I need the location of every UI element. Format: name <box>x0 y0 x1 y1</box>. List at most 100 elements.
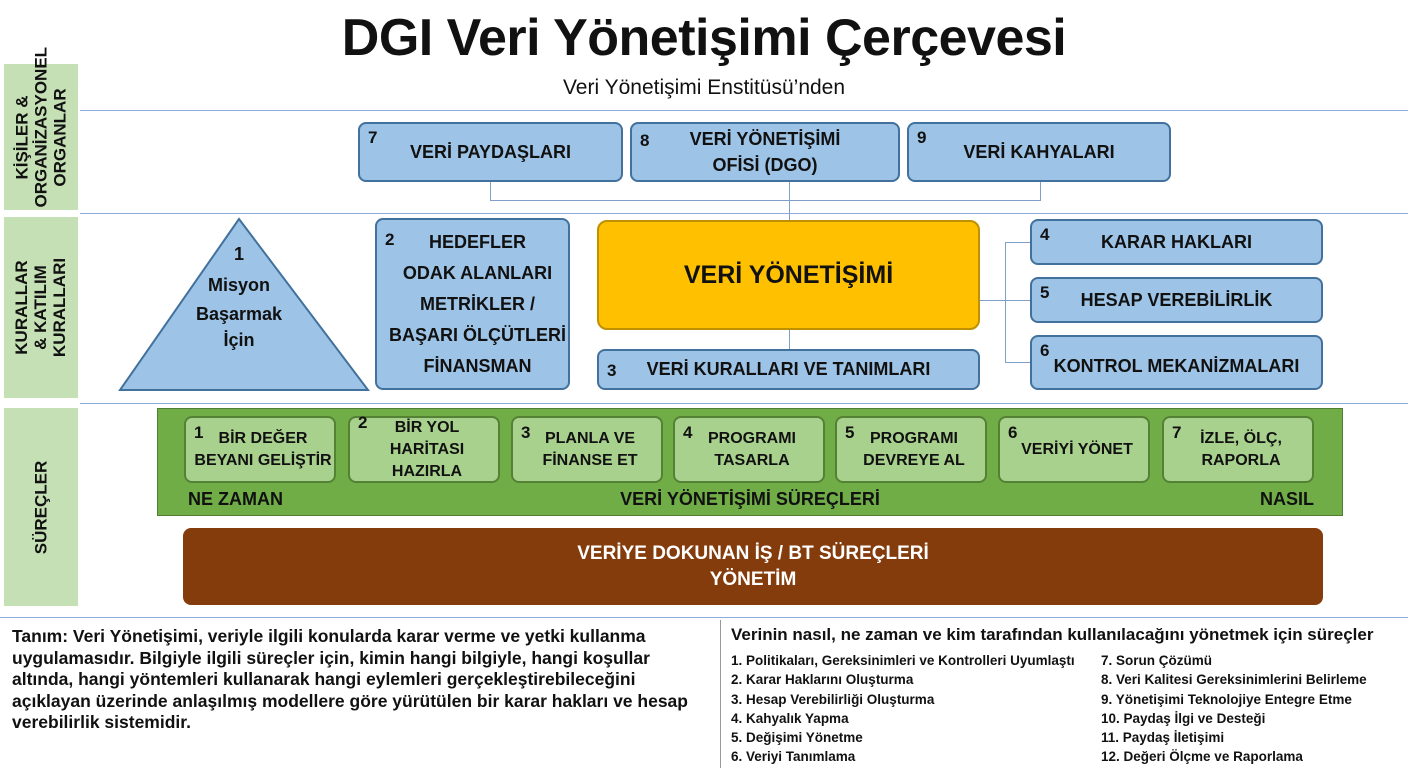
process-7: 7 İZLE, ÖLÇ, RAPORLA <box>1162 416 1314 483</box>
sidebar-label: KURALLAR & KATILIM KURALLARI <box>12 257 70 358</box>
connector <box>490 200 1041 201</box>
box-label: PLANLA VE FİNANSE ET <box>542 429 638 469</box>
list-item: 4. Kahyalık Yapma <box>731 710 849 726</box>
list-title: Verinin nasıl, ne zaman ve kim tarafında… <box>731 625 1374 644</box>
connector <box>1040 182 1041 200</box>
goals-line: METRİKLER / <box>420 293 535 314</box>
subtitle: Veri Yönetişimi Enstitüsü’nden <box>562 76 846 99</box>
center-data-governance: VERİ YÖNETİŞİMİ <box>597 220 980 330</box>
box-goals: 2 HEDEFLER ODAK ALANLARI METRİKLER / BAŞ… <box>375 218 570 390</box>
connector <box>1005 362 1030 363</box>
box-number: 7 <box>368 128 378 147</box>
box-number: 4 <box>1040 225 1050 244</box>
mission-text: 1 Misyon Başarmak İçin <box>116 240 362 351</box>
vertical-divider <box>720 620 721 768</box>
box-decision-rights: 4 KARAR HAKLARI <box>1030 219 1323 265</box>
list-item: 10. Paydaş İlgi ve Desteği <box>1101 710 1266 726</box>
divider <box>80 213 1408 214</box>
brown-line: VERİYE DOKUNAN İŞ / BT SÜREÇLERİ <box>577 543 929 564</box>
box-number: 8 <box>640 131 650 150</box>
list-item: 11. Paydaş İletişimi <box>1101 730 1225 746</box>
process-4: 4 PROGRAMI TASARLA <box>673 416 825 483</box>
sidebar-label: KİŞİLER & ORGANİZASYONEL ORGANLAR <box>12 46 70 207</box>
box-number: 1 <box>194 423 204 442</box>
box-dgo: 8 VERİ YÖNETİŞİMİ OFİSİ (DGO) <box>630 122 900 182</box>
box-label: BİR DEĞER BEYANI GELİŞTİR <box>194 429 332 469</box>
list-item: 6. Veriyi Tanımlama <box>731 749 856 765</box>
box-label: PROGRAMI DEVREYE AL <box>863 429 965 469</box>
box-number: 6 <box>1040 341 1050 360</box>
box-number: 5 <box>845 423 855 442</box>
definition-text: Tanım: Veri Yönetişimi, veriyle ilgili k… <box>12 626 688 732</box>
divider <box>80 403 1408 404</box>
process-2: 2 BİR YOL HARİTASI HAZIRLA <box>348 413 500 483</box>
box-number: 3 <box>607 361 617 380</box>
sidebar-people: KİŞİLER & ORGANİZASYONEL ORGANLAR <box>4 46 78 210</box>
box-data-rules: 3 VERİ KURALLARI VE TANIMLARI <box>597 349 980 390</box>
box-number: 7 <box>1172 423 1182 442</box>
box-number: 2 <box>358 413 368 432</box>
divider <box>0 617 1408 618</box>
band-when: NE ZAMAN <box>188 489 283 509</box>
mission-line: İçin <box>223 330 255 350</box>
process-list-left: 1. Politikaları, Gereksinimleri ve Kontr… <box>731 651 1075 767</box>
sidebar-processes: SÜREÇLER <box>4 408 78 606</box>
box-label: KARAR HAKLARI <box>1101 231 1252 252</box>
business-it-processes: VERİYE DOKUNAN İŞ / BT SÜREÇLERİ YÖNETİM <box>183 528 1323 605</box>
box-label: VERİ YÖNETİŞİMİ OFİSİ (DGO) <box>689 129 841 175</box>
goals-line: FİNANSMAN <box>423 355 532 376</box>
box-label: İZLE, ÖLÇ, RAPORLA <box>1200 429 1282 469</box>
box-label: HESAP VEREBİLİRLİK <box>1080 289 1273 310</box>
mission-triangle <box>118 217 371 391</box>
page-title: DGI Veri Yönetişimi Çerçevesi <box>341 9 1067 67</box>
band-how: NASIL <box>1260 489 1314 509</box>
connector <box>789 330 790 349</box>
box-label: VERİYİ YÖNET <box>1021 440 1133 458</box>
box-number: 9 <box>917 128 927 147</box>
connector <box>1005 242 1030 243</box>
box-label: KONTROL MEKANİZMALARI <box>1053 356 1300 376</box>
box-number: 2 <box>385 230 395 249</box>
connector <box>1005 300 1030 301</box>
mission-line: Başarmak <box>195 304 283 324</box>
list-item: 9. Yönetişimi Teknolojiye Entegre Etme <box>1101 691 1352 707</box>
box-number: 5 <box>1040 283 1050 302</box>
box-number: 3 <box>521 423 531 442</box>
goals-line: BAŞARI ÖLÇÜTLERİ <box>389 324 566 345</box>
box-number: 6 <box>1008 423 1018 442</box>
box-label: VERİ KURALLARI VE TANIMLARI <box>646 359 931 379</box>
list-item: 7. Sorun Çözümü <box>1101 653 1212 668</box>
box-label: PROGRAMI TASARLA <box>708 429 796 469</box>
list-item: 8. Veri Kalitesi Gereksinimlerini Belirl… <box>1101 672 1367 688</box>
brown-line: YÖNETİM <box>709 569 797 590</box>
box-accountability: 5 HESAP VEREBİLİRLİK <box>1030 277 1323 323</box>
box-label: VERİ PAYDAŞLARI <box>409 141 572 162</box>
band-title: VERİ YÖNETİŞİMİ SÜREÇLERİ <box>620 489 880 509</box>
list-item: 5. Değişimi Yönetme <box>731 730 863 746</box>
list-item: 3. Hesap Verebilirliği Oluşturma <box>731 691 935 707</box>
connector <box>980 300 1005 301</box>
box-label: VERİ KAHYALARI <box>963 141 1115 162</box>
connector <box>490 182 491 200</box>
list-item: 1. Politikaları, Gereksinimleri ve Kontr… <box>731 653 1075 668</box>
sidebar-rules: KURALLAR & KATILIM KURALLARI <box>4 217 78 398</box>
list-item: 2. Karar Haklarını Oluşturma <box>731 672 914 688</box>
connector <box>789 182 790 220</box>
goals-line: ODAK ALANLARI <box>402 262 553 283</box>
box-label: BİR YOL HARİTASI HAZIRLA <box>389 418 465 480</box>
mission-number: 1 <box>233 244 244 264</box>
process-5: 5 PROGRAMI DEVREYE AL <box>835 416 987 483</box>
mission-line: Misyon <box>207 275 270 295</box>
process-3: 3 PLANLA VE FİNANSE ET <box>511 416 663 483</box>
connector <box>1005 242 1006 362</box>
box-number: 4 <box>683 423 693 442</box>
list-item: 12. Değeri Ölçme ve Raporlama <box>1101 749 1303 765</box>
divider <box>80 110 1408 111</box>
sidebar-label: SÜREÇLER <box>31 460 51 554</box>
process-list-right: 7. Sorun Çözümü 8. Veri Kalitesi Gereksi… <box>1101 651 1367 767</box>
